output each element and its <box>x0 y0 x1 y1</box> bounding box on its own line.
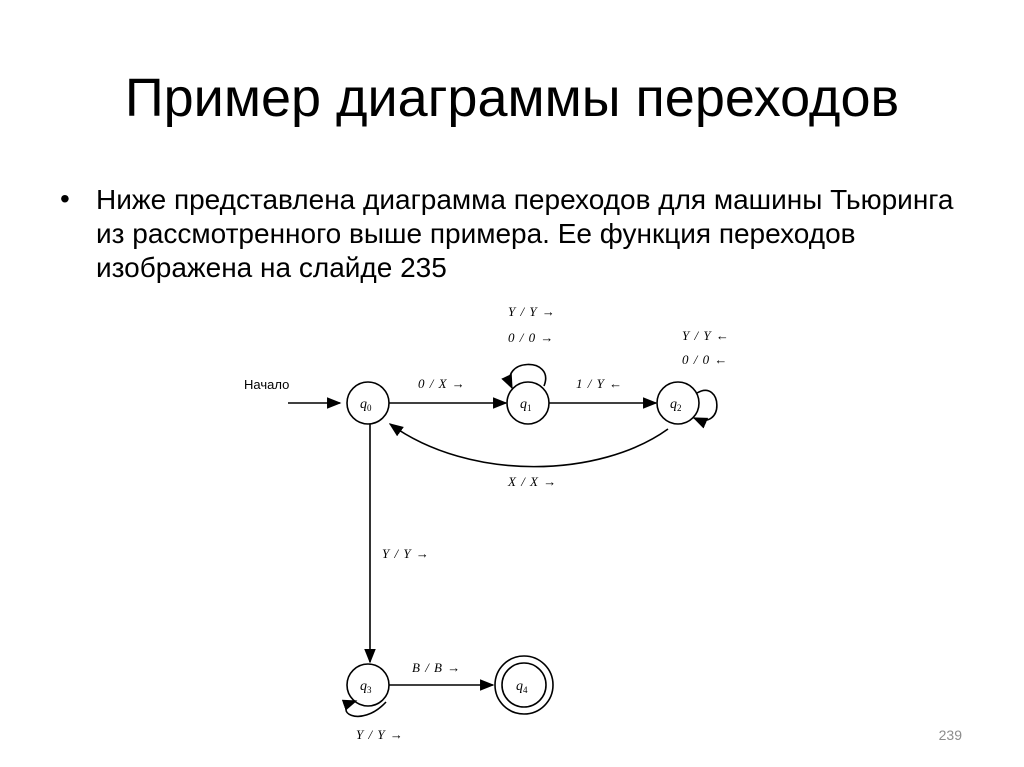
loop-q1-label-bottom: 0 / 0 → <box>508 330 554 345</box>
bullet-text: Ниже представлена диаграмма переходов дл… <box>96 184 954 283</box>
state-q4-sub: 4 <box>523 685 528 695</box>
state-q2: q2 <box>656 381 700 425</box>
state-q0-name: q <box>360 397 367 412</box>
state-q0: q0 <box>346 381 390 425</box>
state-q3-name: q <box>360 679 367 694</box>
state-q3-sub: 3 <box>367 685 372 695</box>
loop-q1 <box>501 363 547 390</box>
loop-q1-label-top: Y / Y → <box>508 304 556 319</box>
svg-text:q2: q2 <box>670 397 682 413</box>
loop-q2 <box>692 389 718 429</box>
state-q2-name: q <box>670 397 677 412</box>
slide-title: Пример диаграммы переходов <box>124 68 900 128</box>
edge-q2-q0 <box>388 423 669 468</box>
edge-q0-q1-label: 0 / X → <box>418 376 466 391</box>
state-q4-accepting: q4 <box>494 655 554 715</box>
svg-text:q0: q0 <box>360 397 372 413</box>
loop-q2-label-top: Y / Y ← <box>682 328 730 343</box>
edge-q0-q3-label: Y / Y → <box>382 546 430 561</box>
state-q2-sub: 2 <box>677 403 682 413</box>
state-q1: q1 <box>506 381 550 425</box>
start-label: Начало <box>244 377 289 392</box>
loop-q3-label: Y / Y → <box>356 727 404 742</box>
bullet-dot: • <box>60 183 70 214</box>
edge-q3-q4-label: B / B → <box>412 660 461 675</box>
state-q1-sub: 1 <box>527 403 532 413</box>
state-q3: q3 <box>346 663 390 707</box>
edge-q1-q2-label: 1 / Y ← <box>576 376 623 391</box>
loop-q2-label-bottom: 0 / 0 ← <box>682 352 728 367</box>
state-q4-name: q <box>516 679 523 694</box>
edge-q2-q0-label: X / X → <box>507 474 557 489</box>
state-q1-name: q <box>520 397 527 412</box>
svg-text:q1: q1 <box>520 397 532 413</box>
page-number: 239 <box>938 727 962 743</box>
loop-q3 <box>341 699 387 718</box>
state-q0-sub: 0 <box>367 403 372 413</box>
svg-text:q3: q3 <box>360 679 372 695</box>
svg-text:q4: q4 <box>516 679 528 695</box>
